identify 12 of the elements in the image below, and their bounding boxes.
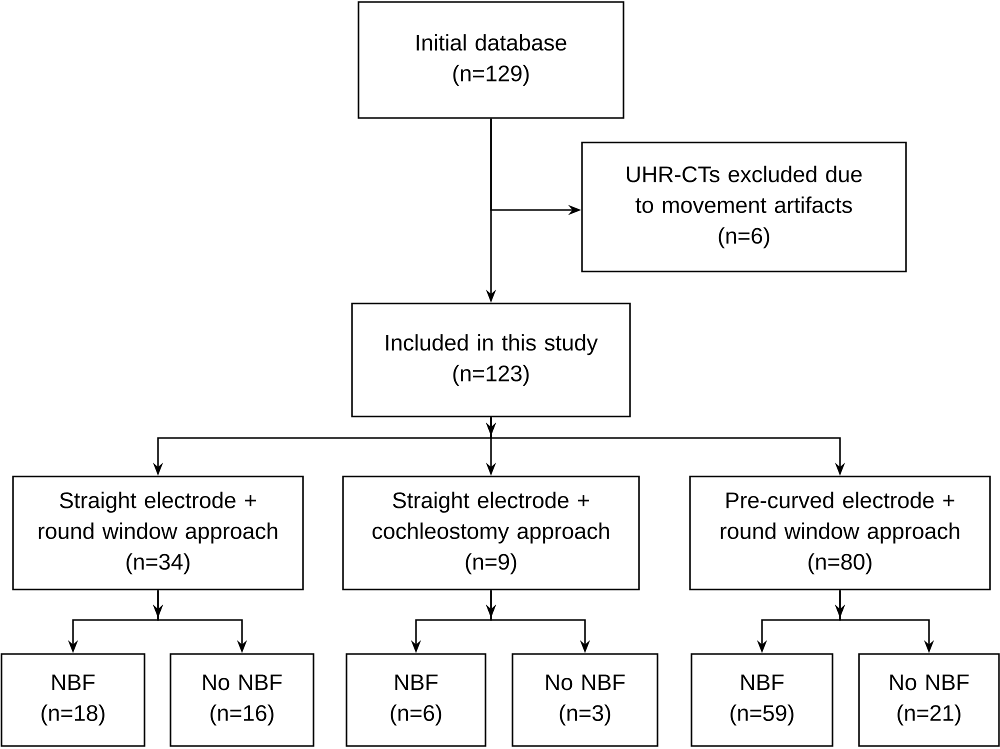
process-box: Straight electrode + cochleostomy approach (n=9) (342, 476, 640, 590)
process-box: Included in this study (n=123) (351, 302, 631, 418)
process-box: NBF (n=59) (690, 653, 834, 747)
process-box: No NBF (n=3) (512, 653, 658, 747)
process-box: Straight electrode + round window approach (n=34) (12, 476, 304, 590)
process-box: No NBF (n=16) (170, 653, 314, 747)
process-box: UHR-CTs excluded due to movement artifacts (n=6) (581, 142, 907, 272)
process-box: Initial database (n=129) (358, 1, 624, 119)
process-box: NBF (n=6) (346, 653, 486, 747)
process-box: No NBF (n=21) (858, 653, 1000, 747)
process-box: Pre-curved electrode + round window approach (n=80) (689, 476, 991, 590)
process-box: NBF (n=18) (0, 653, 146, 747)
